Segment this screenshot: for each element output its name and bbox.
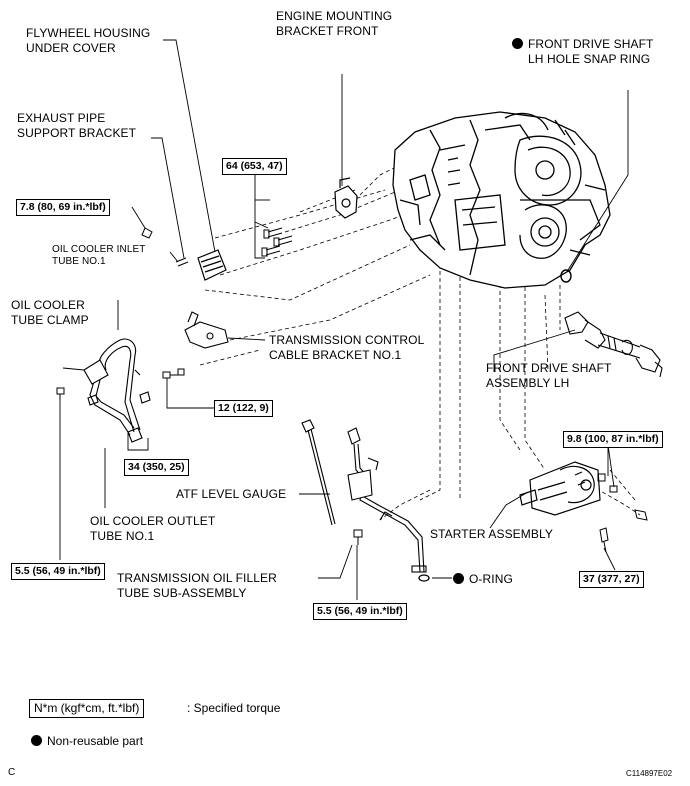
torque-spec-12: 12 (122, 9) bbox=[214, 400, 273, 417]
label-oil-cooler-inlet-tube: OIL COOLER INLET TUBE NO.1 bbox=[52, 244, 146, 267]
filler-tube-bolt bbox=[353, 529, 363, 545]
transaxle-body bbox=[392, 111, 611, 289]
label-transmission-oil-filler-tube: TRANSMISSION OIL FILLER TUBE SUB-ASSEMBL… bbox=[117, 571, 277, 600]
torque-spec-5-5-left: 5.5 (56, 49 in.*lbf) bbox=[11, 563, 105, 580]
torque-spec-64: 64 (653, 47) bbox=[222, 158, 287, 175]
starter-assembly-part bbox=[519, 461, 601, 516]
torque-spec-37: 37 (377, 27) bbox=[579, 571, 644, 588]
front-drive-shaft-part bbox=[564, 311, 663, 378]
oil-cooler-tubes-part bbox=[83, 338, 151, 443]
exhaust-bracket-bolts bbox=[141, 227, 189, 267]
non-reusable-dot-icon bbox=[453, 573, 464, 584]
atf-level-gauge-part bbox=[301, 419, 336, 526]
torque-spec-7-8: 7.8 (80, 69 in.*lbf) bbox=[16, 199, 110, 216]
o-ring-part bbox=[418, 574, 430, 582]
label-starter-assembly: STARTER ASSEMBLY bbox=[430, 527, 553, 541]
label-o-ring: O-RING bbox=[453, 572, 513, 587]
label-front-drive-shaft-snap-ring: FRONT DRIVE SHAFT LH HOLE SNAP RING bbox=[512, 37, 654, 67]
label-transmission-control-cable-bracket: TRANSMISSION CONTROL CABLE BRACKET NO.1 bbox=[269, 333, 425, 362]
starter-fasteners bbox=[597, 473, 648, 553]
torque-spec-34: 34 (350, 25) bbox=[124, 459, 189, 476]
legend-non-reusable: Non-reusable part bbox=[31, 734, 143, 749]
mount-bolts bbox=[261, 227, 293, 257]
label-front-drive-shaft-assembly: FRONT DRIVE SHAFT ASSEMBLY LH bbox=[486, 361, 612, 390]
flywheel-cover-part bbox=[197, 249, 227, 281]
oil-filler-tube-part bbox=[347, 427, 427, 573]
label-atf-level-gauge: ATF LEVEL GAUGE bbox=[176, 487, 287, 501]
label-exhaust-pipe-support-bracket: EXHAUST PIPE SUPPORT BRACKET bbox=[17, 111, 137, 140]
figure-code: C114897E02 bbox=[626, 769, 673, 778]
torque-spec-5-5-center: 5.5 (56, 49 in.*lbf) bbox=[313, 603, 407, 620]
non-reusable-dot-icon bbox=[31, 735, 42, 746]
engine-mounting-bracket-part bbox=[334, 177, 358, 219]
label-oil-cooler-outlet-tube: OIL COOLER OUTLET TUBE NO.1 bbox=[90, 514, 216, 543]
snap-ring-part bbox=[560, 269, 572, 283]
torque-spec-9-8: 9.8 (100, 87 in.*lbf) bbox=[563, 431, 663, 448]
legend-torque-box: N*m (kgf*cm, ft.*lbf) bbox=[29, 699, 145, 718]
tube-clamp-bolts bbox=[56, 368, 185, 400]
non-reusable-dot-icon bbox=[512, 38, 523, 49]
label-engine-mounting-bracket-front: ENGINE MOUNTING BRACKET FRONT bbox=[276, 9, 393, 38]
label-oil-cooler-tube-clamp: OIL COOLER TUBE CLAMP bbox=[11, 298, 89, 327]
label-flywheel-housing-under-cover: FLYWHEEL HOUSING UNDER COVER bbox=[26, 26, 151, 55]
corner-letter: C bbox=[8, 767, 16, 778]
control-cable-bracket-part bbox=[184, 311, 229, 349]
leader-lines bbox=[59, 39, 629, 600]
legend-torque-description: : Specified torque bbox=[187, 701, 281, 715]
